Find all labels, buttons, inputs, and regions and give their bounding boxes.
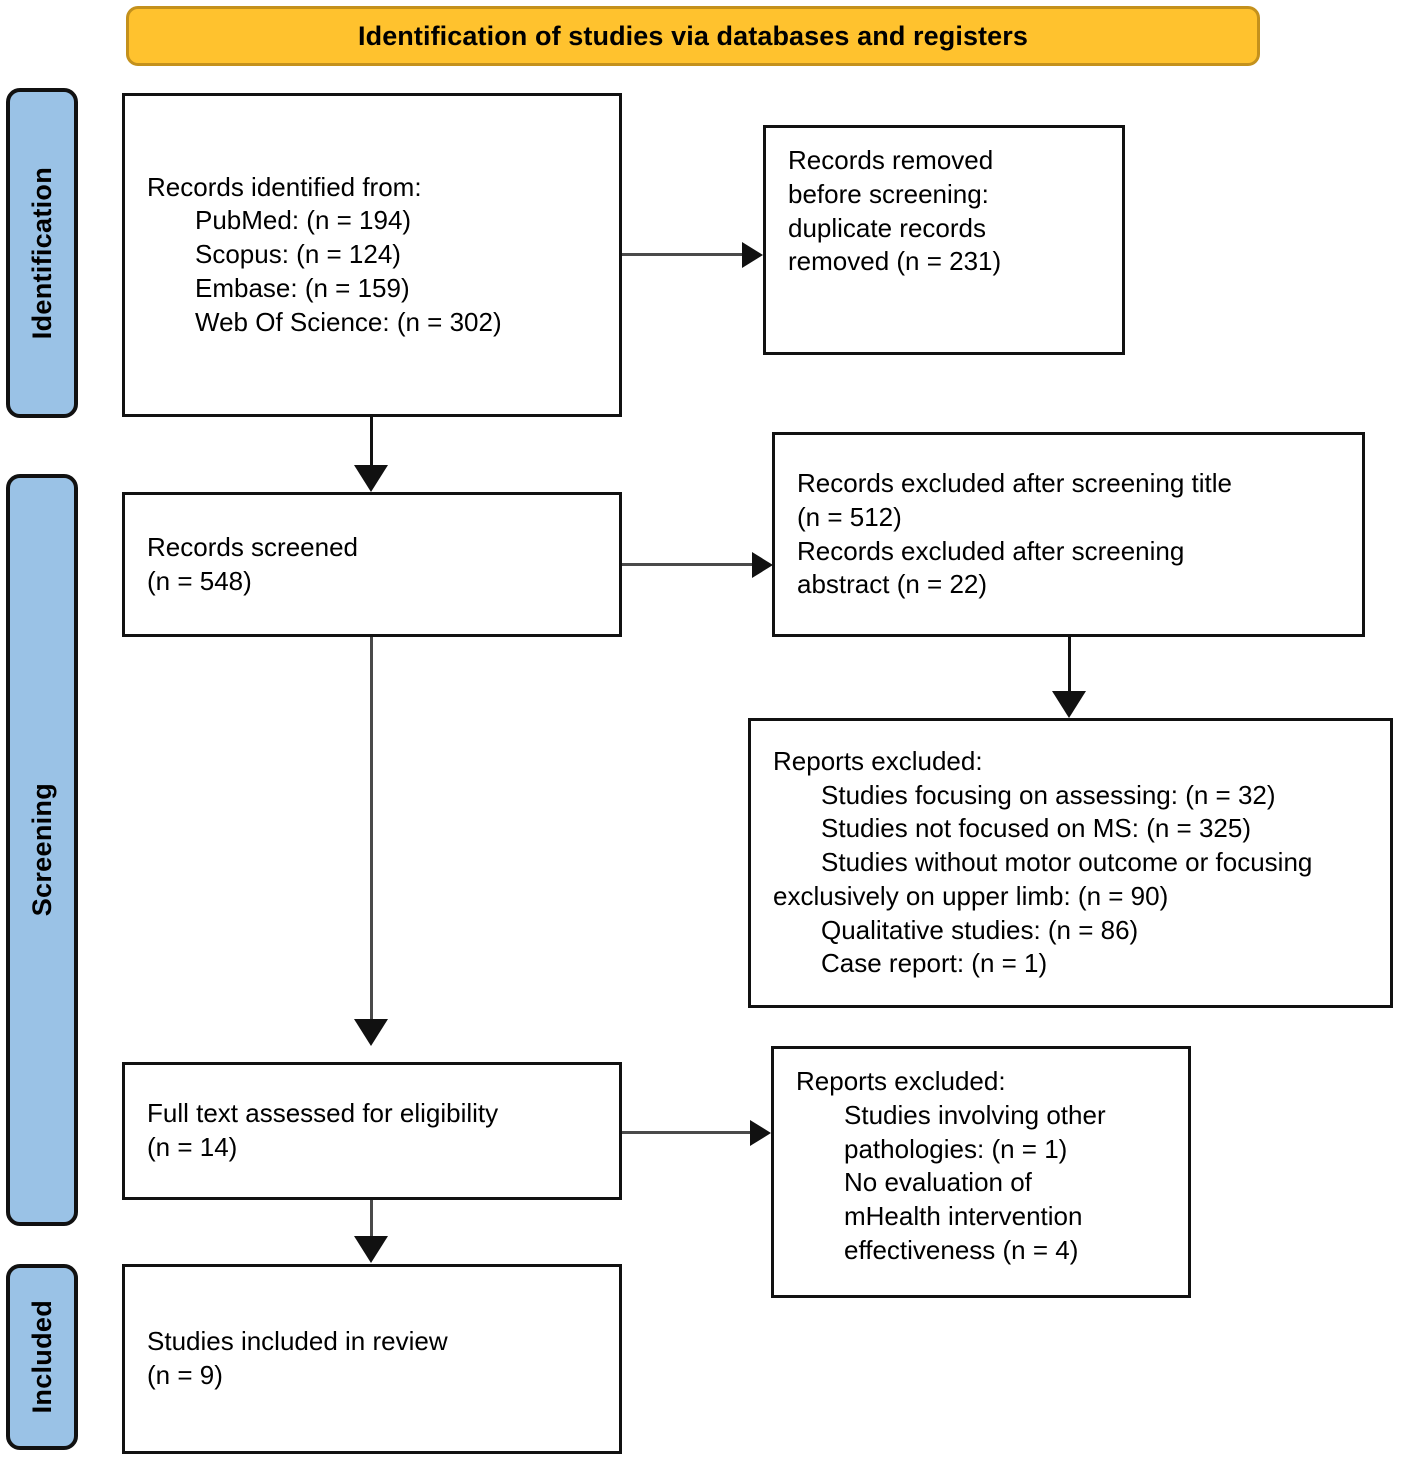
records-screened-line-0: Records screened [147, 531, 358, 562]
stage-label-included: Included [6, 1264, 78, 1450]
connector-fulltext-to-included-arrow-icon [354, 1236, 388, 1263]
reports-excluded-1-line-1: Studies focusing on assessing: (n = 32) [821, 779, 1276, 810]
stage-label-included-text: Included [26, 1300, 57, 1414]
reports-excluded-2-line-2: pathologies: (n = 1) [844, 1133, 1068, 1164]
records-removed-line-1: before screening: [788, 178, 989, 209]
stage-label-screening: Screening [6, 474, 78, 1226]
reports-excluded-1-line-0: Reports excluded: [773, 745, 983, 776]
connector-screened-to-fulltext-arrow-icon [354, 1019, 388, 1046]
connector-excluded-to-reports-excluded-line [1068, 637, 1071, 693]
reports-excluded-1-line-3: Studies without motor outcome or focusin… [821, 847, 1313, 878]
connector-fulltext-to-included-line [370, 1200, 373, 1238]
box-reports-excluded-screening: Reports excluded: Studies focusing on as… [748, 718, 1393, 1008]
connector-identified-to-removed-line [622, 253, 742, 256]
full-text-line-1: (n = 14) [147, 1132, 238, 1162]
reports-excluded-2-line-1: Studies involving other [844, 1099, 1106, 1130]
records-screened-line-1: (n = 548) [147, 565, 252, 596]
reports-excluded-1-line-4: exclusively on upper limb: (n = 90) [773, 880, 1169, 911]
records-identified-line-1: PubMed: (n = 194) [195, 205, 412, 236]
records-identified-line-0: Records identified from: [147, 171, 422, 202]
records-identified-line-2: Scopus: (n = 124) [195, 239, 401, 270]
diagram-title-banner: Identification of studies via databases … [126, 6, 1260, 66]
reports-excluded-2-line-3: No evaluation of [844, 1167, 1032, 1198]
box-records-identified: Records identified from: PubMed: (n = 19… [122, 93, 622, 417]
records-removed-line-0: Records removed [788, 145, 994, 175]
reports-excluded-1-line-5: Qualitative studies: (n = 86) [821, 914, 1139, 945]
box-studies-included: Studies included in review (n = 9) [122, 1264, 622, 1454]
stage-label-identification: Identification [6, 88, 78, 418]
excluded-screening-line-3: abstract (n = 22) [797, 569, 988, 600]
records-identified-line-3: Embase: (n = 159) [195, 272, 410, 303]
reports-excluded-2-line-0: Reports excluded: [796, 1066, 1006, 1096]
connector-screened-to-excluded-line [622, 563, 752, 566]
box-full-text-assessed: Full text assessed for eligibility (n = … [122, 1062, 622, 1200]
reports-excluded-2-line-4: mHealth intervention [844, 1201, 1083, 1232]
connector-identified-to-removed-arrow-icon [742, 242, 763, 268]
records-identified-line-4: Web Of Science: (n = 302) [195, 306, 502, 337]
connector-screened-to-excluded-arrow-icon [752, 552, 773, 578]
excluded-screening-line-0: Records excluded after screening title [797, 467, 1233, 498]
connector-fulltext-to-reports-excluded-line [622, 1131, 750, 1134]
connector-screened-to-fulltext-line [370, 637, 373, 1021]
connector-identified-to-screened-line [370, 417, 373, 469]
full-text-line-0: Full text assessed for eligibility [147, 1098, 499, 1129]
box-reports-excluded-eligibility: Reports excluded: Studies involving othe… [771, 1046, 1191, 1298]
records-removed-line-2: duplicate records [788, 212, 986, 243]
stage-label-identification-text: Identification [26, 166, 57, 340]
reports-excluded-1-line-2: Studies not focused on MS: (n = 325) [821, 813, 1251, 844]
excluded-screening-line-1: (n = 512) [797, 501, 902, 532]
studies-included-line-0: Studies included in review [147, 1326, 448, 1357]
stage-label-screening-text: Screening [26, 783, 57, 917]
diagram-title-text: Identification of studies via databases … [358, 20, 1028, 51]
connector-fulltext-to-reports-excluded-arrow-icon [750, 1120, 771, 1146]
box-records-removed: Records removed before screening: duplic… [763, 125, 1125, 355]
records-removed-line-3: removed (n = 231) [788, 246, 1002, 277]
box-records-excluded-after-screening: Records excluded after screening title (… [772, 432, 1365, 637]
connector-excluded-to-reports-excluded-arrow-icon [1052, 691, 1086, 718]
connector-identified-to-screened-arrow-icon [354, 465, 388, 492]
reports-excluded-1-line-6: Case report: (n = 1) [821, 948, 1048, 979]
box-records-screened: Records screened (n = 548) [122, 492, 622, 637]
reports-excluded-2-line-5: effectiveness (n = 4) [844, 1234, 1079, 1265]
excluded-screening-line-2: Records excluded after screening [797, 535, 1185, 566]
studies-included-line-1: (n = 9) [147, 1360, 223, 1390]
